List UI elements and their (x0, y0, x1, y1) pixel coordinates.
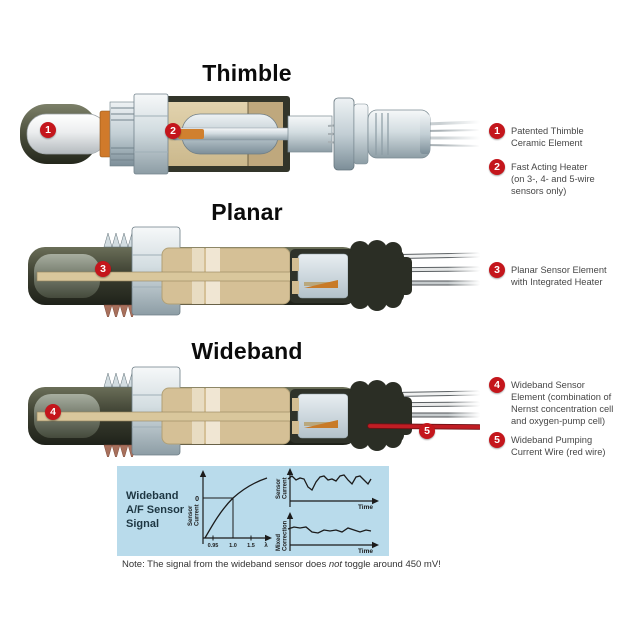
legend-badge-1: 1 (489, 123, 505, 139)
planar-element-strip (36, 271, 328, 282)
thread-bottom (103, 444, 137, 457)
thread-top (103, 372, 137, 388)
mc-time-label: Time (358, 548, 373, 555)
legend-badge-4: 4 (489, 377, 505, 393)
callout-badge-2: 2 (165, 123, 181, 139)
thread-top (103, 232, 137, 248)
lambda-zero-label: 0 (195, 496, 199, 503)
mixed-correction-time-chart: Mixed Correction Time (276, 512, 379, 555)
legend-item-3: 3 Planar Sensor Element with Integrated … (489, 262, 617, 288)
sc-ylabel-line1: Sensor (276, 478, 282, 499)
callout-badge-1: 1 (40, 122, 56, 138)
note-suffix: toggle around 450 mV! (342, 559, 441, 570)
lambda-tick-10: 1.0 (229, 543, 237, 549)
lambda-ylabel-line1: Sensor (188, 505, 194, 526)
wideband-sensor-illustration (28, 366, 480, 457)
legend-item-1: 1 Patented Thimble Ceramic Element (489, 123, 617, 149)
wire-fade (448, 383, 480, 421)
lambda-curve-chart: Sensor Current 0 0.95 1.0 1.5 λ (188, 470, 272, 549)
wire-fade (440, 114, 480, 156)
callout-badge-5: 5 (419, 423, 435, 439)
legend-text-2: Fast Acting Heater (on 3-, 4- and 5-wire… (511, 162, 595, 196)
note-italic-word: not (328, 559, 343, 570)
wideband-element-strip (36, 411, 328, 422)
thimble-title: Thimble (202, 60, 292, 86)
lambda-tick-095: 0.95 (208, 543, 219, 549)
thimble-thread-collar (109, 93, 169, 175)
wideband-title: Wideband (191, 338, 303, 364)
planar-title: Planar (211, 199, 283, 225)
legend-item-5: 5 Wideband Pumping Current Wire (red wir… (489, 432, 617, 458)
legend-item-4: 4 Wideband Sensor Element (combination o… (489, 377, 617, 427)
callout-badge-3: 3 (95, 261, 111, 277)
wideband-note: Note: The signal from the wideband senso… (122, 559, 441, 570)
mc-ylabel-line1: Mixed (276, 534, 282, 551)
wideband-boot (348, 380, 412, 451)
wire-fade (448, 247, 480, 293)
legend-text-5: Wideband Pumping Current Wire (red wire) (511, 435, 606, 457)
thimble-sensor-illustration (20, 93, 480, 175)
lambda-axis-symbol: λ (264, 543, 268, 549)
wideband-contact-chamber (290, 389, 356, 443)
planar-boot (348, 240, 412, 311)
sc-time-label: Time (358, 504, 373, 511)
legend-item-2: 2 Fast Acting Heater (on 3-, 4- and 5-wi… (489, 159, 617, 197)
lambda-ylabel-line2: Current (195, 504, 201, 526)
sensor-current-time-chart: Sensor Current Time (276, 468, 379, 511)
thimble-connector (287, 97, 431, 171)
legend-text-4: Wideband Sensor Element (combination of … (511, 380, 614, 426)
mc-ylabel-line2: Correction (283, 520, 289, 551)
callout-badge-4: 4 (45, 404, 61, 420)
lambda-tick-15: 1.5 (247, 543, 255, 549)
planar-contact-chamber (290, 249, 356, 303)
thread-bottom (103, 304, 137, 317)
legend-badge-2: 2 (489, 159, 505, 175)
note-prefix: Note: The signal from the wideband senso… (122, 559, 329, 570)
planar-sensor-illustration (28, 226, 480, 317)
legend-badge-5: 5 (489, 432, 505, 448)
panel-label: Wideband A/F Sensor Signal (126, 490, 185, 530)
legend-text-1: Patented Thimble Ceramic Element (511, 126, 584, 148)
wideband-signal-panel: Wideband A/F Sensor Signal Sensor Curren… (117, 466, 389, 556)
sc-ylabel-line2: Current (283, 477, 289, 499)
legend-badge-3: 3 (489, 262, 505, 278)
thimble-protection-tube (20, 104, 113, 164)
legend-text-3: Planar Sensor Element with Integrated He… (511, 265, 607, 287)
thimble-housing (150, 96, 336, 172)
